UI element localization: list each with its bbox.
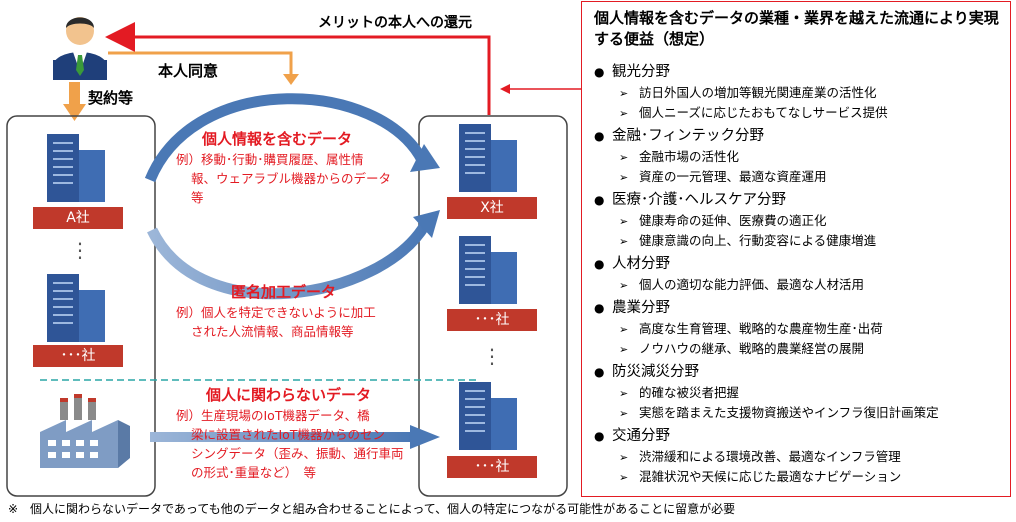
company-left-other-band: ･･･社 bbox=[33, 345, 123, 367]
bullet-icon: ● bbox=[594, 301, 605, 315]
disaster-item-1: ➢的確な被災者把握 bbox=[619, 385, 740, 400]
tourism-item-1: ➢訪日外国人の増加等観光関連産業の活性化 bbox=[619, 85, 877, 100]
footnote: ※ 個人に関わらないデータであっても他のデータと組み合わせることによって、個人の… bbox=[8, 502, 736, 516]
benefits-panel: 個人情報を含むデータの業種・業界を越えた流通により実現する便益（想定） ●観光分… bbox=[581, 1, 1011, 497]
consent-label: 本人同意 bbox=[158, 62, 219, 80]
category-agriculture: ●農業分野 bbox=[594, 300, 670, 316]
bullet-icon: ● bbox=[594, 129, 605, 143]
transport-item-2: ➢混雑状況や天候に応じた最適なナビゲーション bbox=[619, 469, 902, 484]
chevron-icon: ➢ bbox=[619, 471, 629, 484]
anonymized-flow-arrow bbox=[147, 222, 430, 300]
consent-line bbox=[108, 51, 293, 78]
chevron-icon: ➢ bbox=[619, 407, 629, 420]
finance-item-2: ➢資産の一元管理、最適な資産運用 bbox=[619, 169, 827, 184]
bullet-icon: ● bbox=[594, 193, 605, 207]
panel-title: 個人情報を含むデータの業種・業界を越えた流通により実現する便益（想定） bbox=[594, 9, 999, 48]
company-right-other-1-band: ･･･社 bbox=[447, 309, 537, 331]
contract-label: 契約等 bbox=[88, 89, 134, 107]
nonpersonal-flow-arrow bbox=[150, 432, 412, 442]
chevron-icon: ➢ bbox=[619, 171, 629, 184]
healthcare-item-2: ➢健康意識の向上、行動変容による健康増進 bbox=[619, 233, 877, 248]
nonpersonal-line-4: の形式･重量など） 等 bbox=[191, 465, 317, 480]
chevron-icon: ➢ bbox=[619, 343, 629, 356]
chevron-icon: ➢ bbox=[619, 451, 629, 464]
right-group-box bbox=[418, 115, 568, 497]
agriculture-item-2: ➢ノウハウの継承、戦略的農業経営の展開 bbox=[619, 341, 865, 356]
bullet-icon: ● bbox=[594, 365, 605, 379]
person-icon bbox=[53, 17, 107, 80]
personal-line-1: 例）移動･行動･購買履歴、属性情 bbox=[176, 152, 364, 167]
right-dots: ⋮ bbox=[482, 344, 502, 368]
building-icon-right-other-1 bbox=[459, 236, 517, 304]
chevron-icon: ➢ bbox=[619, 387, 629, 400]
left-group-box bbox=[6, 115, 156, 497]
category-finance: ●金融･フィンテック分野 bbox=[594, 128, 764, 144]
anonymized-data-description: 例）個人を特定できないように加工 された人流情報、商品情報等 bbox=[176, 303, 376, 341]
hr-item-1: ➢個人の適切な能力評価、最適な人材活用 bbox=[619, 277, 865, 292]
chevron-icon: ➢ bbox=[619, 279, 629, 292]
factory-icon bbox=[40, 394, 130, 468]
bullet-icon: ● bbox=[594, 257, 605, 271]
bullet-icon: ● bbox=[594, 429, 605, 443]
chevron-icon: ➢ bbox=[619, 151, 629, 164]
anonymized-line-1: 例）個人を特定できないように加工 bbox=[176, 305, 376, 320]
nonpersonal-line-2: 梁に設置されたIoT機器からのセン bbox=[191, 427, 385, 442]
healthcare-item-1: ➢健康寿命の延伸、医療費の適正化 bbox=[619, 213, 827, 228]
disaster-item-2: ➢実態を踏まえた支援物資搬送やインフラ復旧計画策定 bbox=[619, 405, 939, 420]
chevron-icon: ➢ bbox=[619, 107, 629, 120]
category-disaster-prevention: ●防災減災分野 bbox=[594, 364, 699, 380]
nonpersonal-line-1: 例）生産現場のIoT機器データ、橋 bbox=[176, 408, 370, 423]
category-tourism: ●観光分野 bbox=[594, 64, 670, 80]
chevron-icon: ➢ bbox=[619, 235, 629, 248]
personal-flow-arrow bbox=[144, 93, 427, 183]
return-line bbox=[105, 22, 491, 115]
personal-data-title: 個人情報を含むデータ bbox=[202, 130, 353, 148]
return-label: メリットの本人への還元 bbox=[318, 15, 472, 31]
personal-data-description: 例）移動･行動･購買履歴、属性情 報、ウェアラブル機器からのデータ 等 bbox=[176, 150, 391, 207]
chevron-icon: ➢ bbox=[619, 215, 629, 228]
nonpersonal-data-title: 個人に関わらないデータ bbox=[206, 386, 372, 404]
transport-item-1: ➢渋滞緩和による環境改善、最適なインフラ管理 bbox=[619, 449, 901, 464]
anonymized-line-2: された人流情報、商品情報等 bbox=[191, 324, 354, 339]
consent-arrowhead bbox=[283, 74, 299, 85]
agriculture-item-1: ➢高度な生育管理、戦略的な農産物生産･出荷 bbox=[619, 321, 883, 336]
personal-line-2: 報、ウェアラブル機器からのデータ bbox=[191, 171, 392, 186]
chevron-icon: ➢ bbox=[619, 323, 629, 336]
company-x-band: X社 bbox=[447, 197, 537, 219]
finance-item-1: ➢金融市場の活性化 bbox=[619, 149, 740, 164]
nonpersonal-line-3: シングデータ（歪み、振動、通行車両 bbox=[191, 446, 404, 461]
category-human-resources: ●人材分野 bbox=[594, 256, 670, 272]
chevron-icon: ➢ bbox=[619, 87, 629, 100]
category-healthcare: ●医療･介護･ヘルスケア分野 bbox=[594, 192, 786, 208]
bullet-icon: ● bbox=[594, 65, 605, 79]
personal-line-3: 等 bbox=[191, 190, 204, 205]
left-dots: ⋮ bbox=[70, 238, 90, 262]
contract-arrow-body bbox=[69, 82, 80, 106]
anonymized-data-title: 匿名加工データ bbox=[231, 283, 337, 301]
company-a-band: A社 bbox=[33, 207, 123, 229]
company-right-other-2-band: ･･･社 bbox=[447, 456, 537, 478]
category-transport: ●交通分野 bbox=[594, 428, 670, 444]
nonpersonal-data-description: 例）生産現場のIoT機器データ、橋 梁に設置されたIoT機器からのセン シングデ… bbox=[176, 406, 404, 482]
contract-arrowhead bbox=[63, 104, 86, 121]
tourism-item-2: ➢個人ニーズに応じたおもてなしサービス提供 bbox=[619, 105, 888, 120]
